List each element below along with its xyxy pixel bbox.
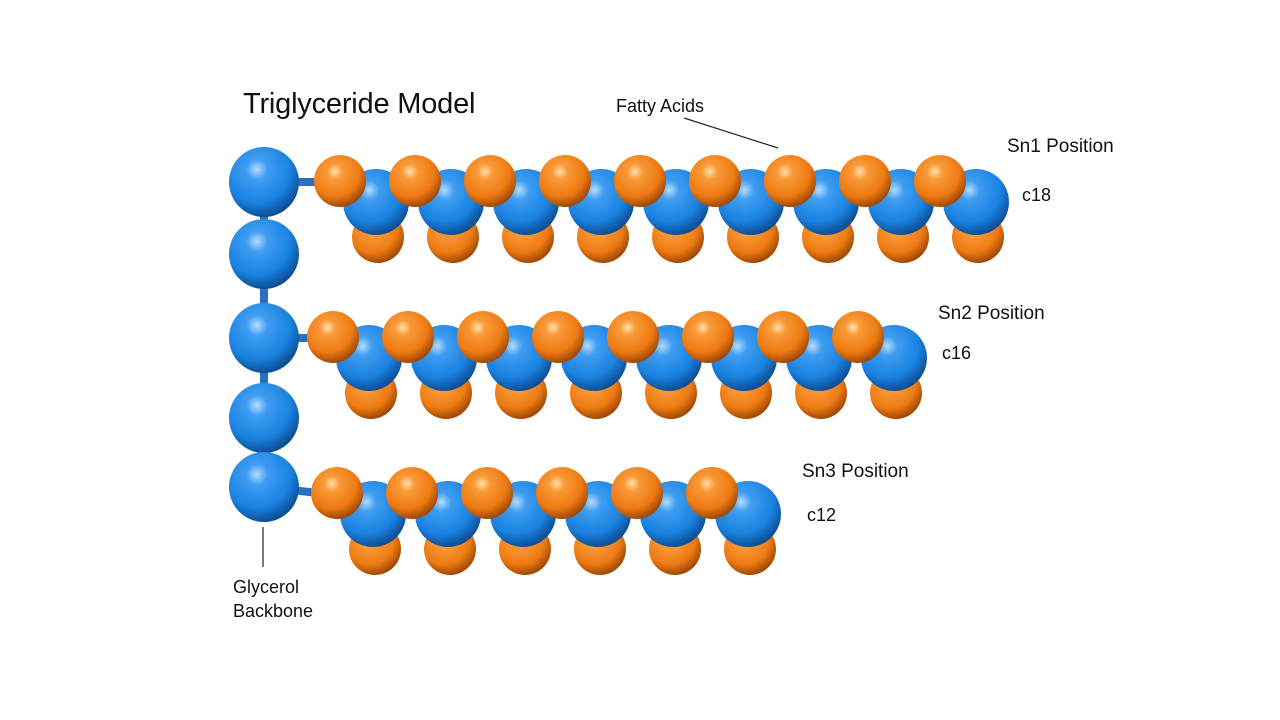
sn2-carbon-label: c16	[942, 343, 972, 363]
backbone-carbon-atom	[229, 383, 299, 453]
hydrogen-atom	[689, 155, 741, 207]
backbone-carbon-atom	[229, 219, 299, 289]
backbone-carbon-atom	[229, 147, 299, 217]
sn3-carbon-label: c12	[807, 505, 837, 525]
hydrogen-atom	[457, 311, 509, 363]
glycerol-backbone	[229, 147, 299, 522]
hydrogen-atom	[539, 155, 591, 207]
fatty-acids-leader-line	[683, 117, 779, 149]
hydrogen-atom	[839, 155, 891, 207]
fatty-acid-chain	[314, 155, 1009, 263]
hydrogen-atom	[532, 311, 584, 363]
hydrogen-atom	[686, 467, 738, 519]
sn2-position-label: Sn2 Position	[938, 303, 1045, 324]
fatty-acid-chains	[307, 155, 1009, 575]
diagram-title: Triglyceride Model	[243, 88, 476, 120]
hydrogen-atom	[386, 467, 438, 519]
glycerol-backbone-label: Glycerol Backbone	[233, 575, 313, 623]
sn1-position-label: Sn1 Position	[1007, 136, 1114, 157]
glycerol-label-line2: Backbone	[233, 601, 314, 621]
hydrogen-atom	[382, 311, 434, 363]
hydrogen-atom	[311, 467, 363, 519]
hydrogen-atom	[682, 311, 734, 363]
chain-top-hydrogens	[314, 155, 966, 207]
fatty-acid-chain	[307, 311, 927, 419]
hydrogen-atom	[464, 155, 516, 207]
chain-top-hydrogens	[307, 311, 884, 363]
fatty-acids-label: Fatty Acids	[616, 96, 705, 116]
chain-top-hydrogens	[311, 467, 738, 519]
hydrogen-atom	[307, 311, 359, 363]
hydrogen-atom	[614, 155, 666, 207]
fatty-acid-chain	[311, 467, 781, 575]
hydrogen-atom	[461, 467, 513, 519]
sn3-position-label: Sn3 Position	[802, 461, 909, 482]
glycerol-label-line1: Glycerol	[233, 577, 300, 597]
backbone-carbon-atom	[229, 452, 299, 522]
hydrogen-atom	[389, 155, 441, 207]
hydrogen-atom	[536, 467, 588, 519]
hydrogen-atom	[611, 467, 663, 519]
backbone-carbon-atom	[229, 303, 299, 373]
chain-carbons	[343, 169, 1009, 235]
chain-bottom-hydrogens	[349, 523, 776, 575]
sn1-carbon-label: c18	[1022, 185, 1052, 205]
hydrogen-atom	[832, 311, 884, 363]
hydrogen-atom	[314, 155, 366, 207]
leader-lines	[262, 117, 779, 567]
hydrogen-atom	[757, 311, 809, 363]
hydrogen-atom	[607, 311, 659, 363]
hydrogen-atom	[914, 155, 966, 207]
hydrogen-atom	[764, 155, 816, 207]
